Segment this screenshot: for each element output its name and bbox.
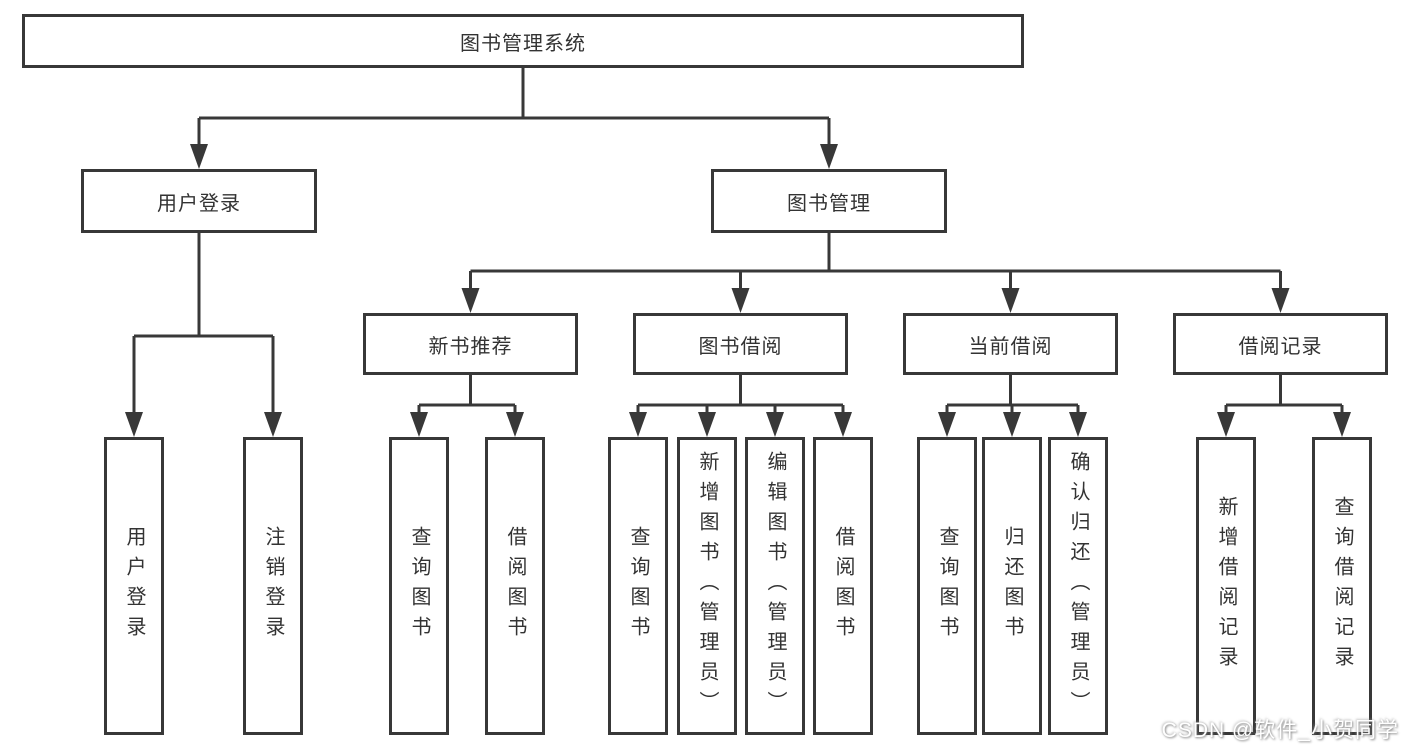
arrowhead-down-icon (629, 412, 647, 437)
connector-new-book-recommend-to-leaves (410, 375, 524, 437)
connector-user-login-to-leaves (125, 233, 282, 437)
arrowhead-down-icon (731, 288, 750, 313)
arrowhead-down-icon (1333, 412, 1351, 437)
leaf-user-login: 用户登录 (104, 437, 164, 735)
connector-book-management-to-level3 (461, 233, 1290, 313)
node-root-label: 图书管理系统 (460, 32, 586, 55)
connector-borrow-records-to-leaves (1217, 375, 1351, 437)
node-label: 新书推荐 (428, 335, 513, 358)
leaf-label: 新增图书（管理员） (696, 451, 718, 721)
arrowhead-down-icon (766, 412, 784, 437)
arrowhead-down-icon (264, 412, 282, 437)
arrowhead-down-icon (461, 288, 480, 313)
leaf-label: 查询借阅记录 (1331, 496, 1353, 676)
node-label: 借阅记录 (1238, 335, 1323, 358)
arrowhead-down-icon (190, 144, 208, 169)
arrowhead-down-icon (698, 412, 716, 437)
node-book-management: 图书管理 (711, 169, 947, 233)
leaf-label: 新增借阅记录 (1215, 496, 1237, 676)
node-root: 图书管理系统 (22, 14, 1024, 68)
node-label: 用户登录 (157, 192, 241, 215)
node-user-login: 用户登录 (81, 169, 317, 233)
arrowhead-down-icon (938, 412, 956, 437)
arrowhead-down-icon (410, 412, 428, 437)
leaf-label: 归还图书 (1001, 526, 1023, 646)
node-label: 当前借阅 (968, 335, 1053, 358)
connector-current-borrow-to-leaves (938, 375, 1087, 437)
leaf-label: 确认归还（管理员） (1067, 451, 1089, 721)
leaf-label: 编辑图书（管理员） (764, 451, 786, 721)
csdn-watermark: CSDN @软件_小贺同学 (1161, 719, 1399, 742)
leaf-label: 注销登录 (262, 526, 284, 646)
leaf-label: 借阅图书 (832, 526, 854, 646)
arrowhead-down-icon (1001, 288, 1020, 313)
arrowhead-down-icon (1217, 412, 1235, 437)
leaf-confirm-return-admin: 确认归还（管理员） (1048, 437, 1108, 735)
leaf-borrow-books-borrow: 借阅图书 (813, 437, 873, 735)
leaf-query-borrow-record: 查询借阅记录 (1312, 437, 1372, 735)
node-new-book-recommend: 新书推荐 (363, 313, 578, 375)
leaf-borrow-books-recommend: 借阅图书 (485, 437, 545, 735)
leaf-add-book-admin: 新增图书（管理员） (677, 437, 737, 735)
arrowhead-down-icon (1069, 412, 1087, 437)
arrowhead-down-icon (1003, 412, 1021, 437)
leaf-logout: 注销登录 (243, 437, 303, 735)
node-borrow-records: 借阅记录 (1173, 313, 1388, 375)
connector-root-to-level2 (190, 68, 838, 169)
leaf-return-book: 归还图书 (982, 437, 1042, 735)
leaf-label: 借阅图书 (504, 526, 526, 646)
arrowhead-down-icon (834, 412, 852, 437)
connector-book-borrow-to-leaves (629, 375, 852, 437)
leaf-label: 用户登录 (123, 526, 145, 646)
node-book-borrow: 图书借阅 (633, 313, 848, 375)
leaf-query-books-current: 查询图书 (917, 437, 977, 735)
node-current-borrow: 当前借阅 (903, 313, 1118, 375)
leaf-add-borrow-record: 新增借阅记录 (1196, 437, 1256, 735)
leaf-edit-book-admin: 编辑图书（管理员） (745, 437, 805, 735)
leaf-label: 查询图书 (627, 526, 649, 646)
leaf-label: 查询图书 (936, 526, 958, 646)
arrowhead-down-icon (125, 412, 143, 437)
leaf-query-books-recommend: 查询图书 (389, 437, 449, 735)
leaf-label: 查询图书 (408, 526, 430, 646)
arrowhead-down-icon (506, 412, 524, 437)
leaf-query-books-borrow: 查询图书 (608, 437, 668, 735)
arrowhead-down-icon (820, 144, 838, 169)
node-label: 图书借阅 (698, 335, 783, 358)
arrowhead-down-icon (1271, 288, 1290, 313)
node-label: 图书管理 (787, 192, 871, 215)
